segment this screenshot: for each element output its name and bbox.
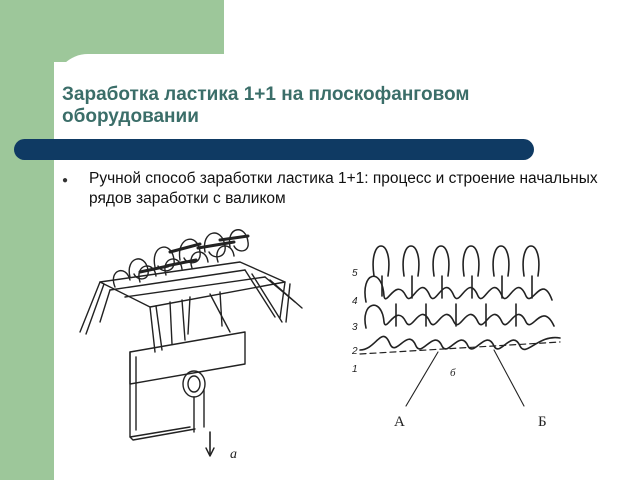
label-b: Б — [538, 414, 547, 430]
row-number-5: 5 — [352, 268, 358, 279]
figure-b-center-label: б — [450, 367, 456, 379]
bullet-text: Ручной способ заработки ластика 1+1: про… — [89, 170, 598, 207]
roller-plate — [129, 331, 246, 385]
pointer-line-a — [405, 351, 439, 407]
needle-stems — [79, 269, 303, 353]
figure-a-label: а — [230, 447, 237, 462]
row-number-1: 1 — [352, 364, 358, 375]
row-number-3: 3 — [352, 322, 358, 333]
slide-green-header-block — [0, 0, 224, 62]
title-divider-bar — [14, 139, 534, 160]
roller — [182, 370, 206, 398]
row-number-2: 2 — [351, 346, 358, 357]
bullet-marker-icon: ● — [62, 175, 69, 186]
slide-title: Заработка ластика 1+1 на плоскофанговом … — [62, 84, 470, 127]
figure-b-loop-structure: 5 4 3 2 1 б А Б — [351, 245, 561, 430]
pointer-line-b — [493, 349, 525, 407]
row-number-4: 4 — [352, 296, 358, 307]
needle-bed-frame — [99, 261, 286, 308]
label-a: А — [394, 414, 405, 430]
slide-green-sidebar — [0, 0, 54, 480]
needle-hooks — [112, 229, 250, 288]
loop-columns — [359, 245, 561, 355]
figure-a-needle-bed-with-roller: а — [79, 229, 303, 462]
